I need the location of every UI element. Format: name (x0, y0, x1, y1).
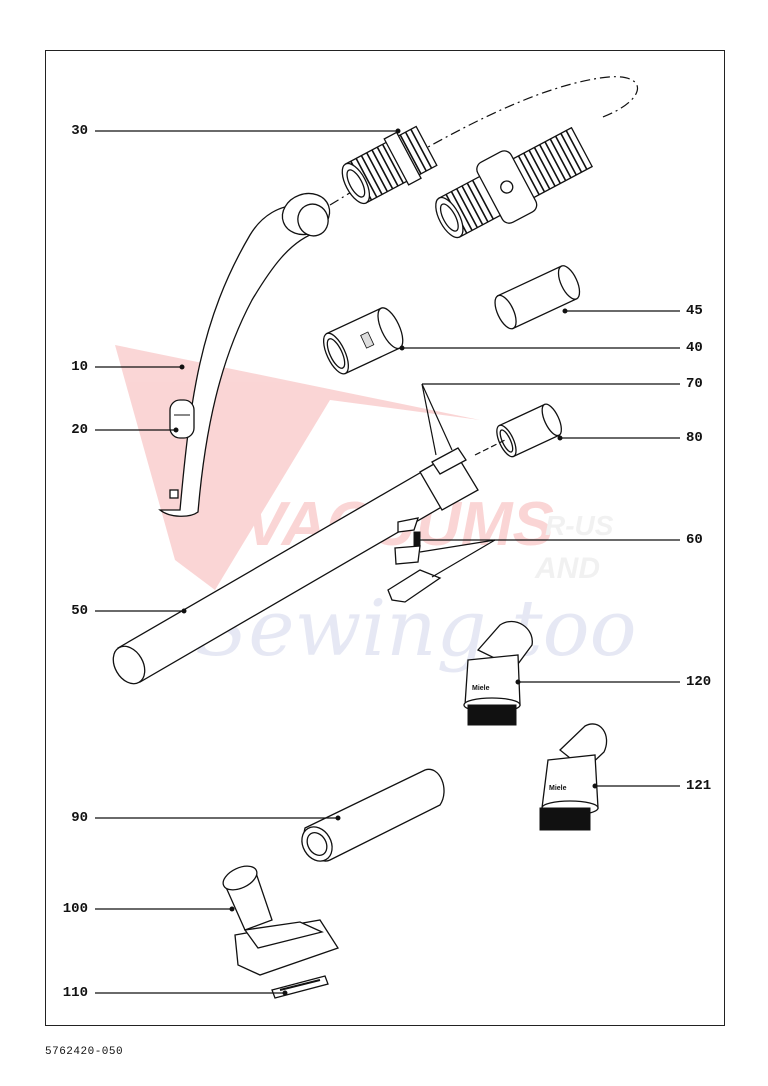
callout-110: 110 (62, 985, 88, 1001)
part-70-release-button (431, 447, 467, 475)
callout-100: 100 (62, 901, 88, 917)
callout-121: 121 (686, 778, 712, 794)
callout-80: 80 (686, 430, 703, 446)
callout-45: 45 (686, 303, 703, 319)
part-110-thread-lifter (271, 975, 329, 999)
part-45-sleeve (494, 265, 581, 330)
callout-70: 70 (686, 376, 703, 392)
part-30-hose-connector (341, 125, 594, 239)
callout-10: 10 (71, 359, 88, 375)
callout-20: 20 (71, 422, 88, 438)
part-120-dusting-brush: Miele (463, 620, 533, 726)
brand-mark-120: Miele (472, 685, 490, 692)
watermark-text-2: R-US (545, 510, 614, 541)
watermark-text-3: AND (534, 552, 600, 585)
part-121-dusting-brush: Miele (539, 723, 608, 831)
part-40-sleeve (322, 307, 404, 375)
part-90-crevice-tool (301, 768, 445, 862)
callout-40: 40 (686, 340, 703, 356)
callout-30: 30 (71, 123, 88, 139)
part-100-upholstery-tool (222, 865, 339, 976)
callout-120: 120 (686, 674, 712, 690)
leader-lines (95, 128, 680, 996)
watermark-logo: VACUUMS R-US AND Sewing too (115, 345, 637, 674)
callout-90: 90 (71, 810, 88, 826)
part-80-sleeve (496, 403, 562, 458)
document-number: 5762420-050 (45, 1046, 124, 1058)
brand-mark-121: Miele (549, 785, 567, 792)
part-60-clip (387, 569, 442, 603)
callout-50: 50 (71, 603, 88, 619)
diagram-frame (45, 50, 725, 1026)
callout-60: 60 (686, 532, 703, 548)
part-60-screw (413, 531, 421, 547)
part-50-wand-tube (112, 439, 506, 685)
part-20-airflow-slider (169, 399, 195, 439)
